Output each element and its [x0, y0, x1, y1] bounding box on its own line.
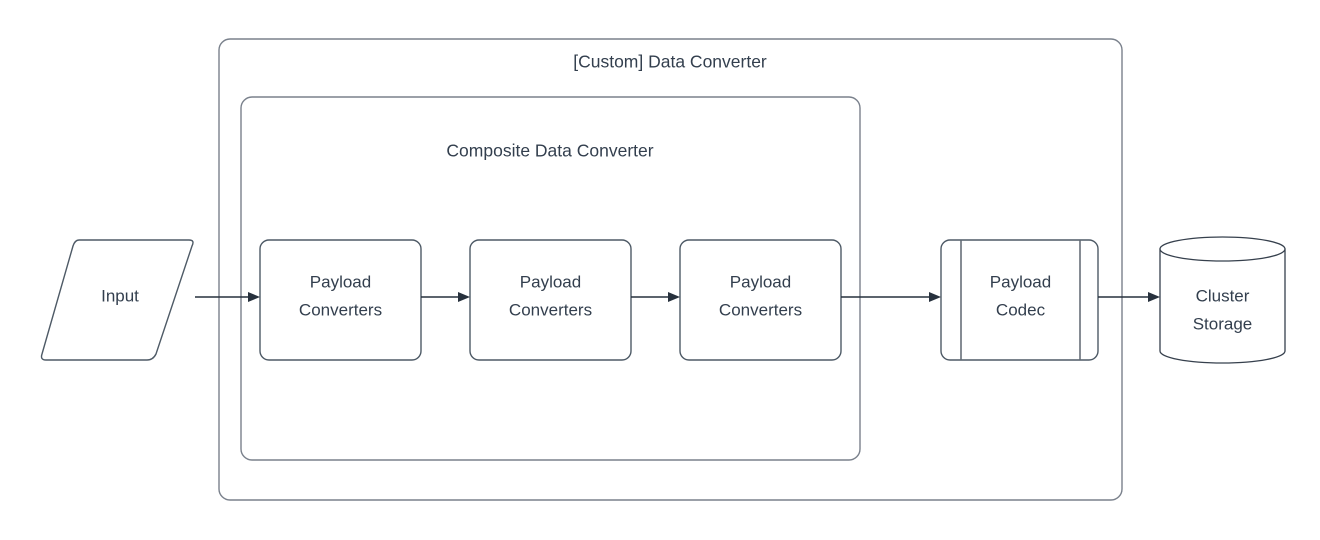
cluster-storage-cylinder-top — [1159, 236, 1286, 262]
composite-data-converter-box[interactable] — [240, 96, 861, 461]
cluster-storage-cylinder-body[interactable] — [1159, 248, 1286, 364]
payload-converters-3-label-line1: Payload — [730, 272, 791, 291]
container-composite-data-converter[interactable]: Composite Data Converter — [240, 96, 861, 461]
node-cluster-storage[interactable]: Cluster Storage — [1159, 236, 1286, 364]
payload-converters-2-label-line1: Payload — [520, 272, 581, 291]
payload-codec-label-line1: Payload — [990, 272, 1051, 291]
connector-converter-1-to-2 — [421, 292, 470, 302]
arrow-head-icon — [1148, 292, 1160, 302]
node-input[interactable]: Input — [40, 239, 194, 361]
cluster-storage-label-line2: Storage — [1193, 314, 1253, 333]
node-payload-codec[interactable]: Payload Codec — [940, 239, 1099, 361]
payload-codec-label-line2: Codec — [996, 300, 1046, 319]
arrow-head-icon — [929, 292, 941, 302]
composite-data-converter-label: Composite Data Converter — [446, 141, 653, 161]
input-parallelogram[interactable] — [40, 239, 194, 361]
payload-converters-1-label-line1: Payload — [310, 272, 371, 291]
payload-converters-3-box[interactable] — [679, 239, 842, 361]
payload-converters-2-label-line2: Converters — [509, 300, 592, 319]
payload-converters-3-label-line2: Converters — [719, 300, 802, 319]
container-custom-data-converter[interactable]: [Custom] Data Converter — [218, 38, 1123, 501]
connector-input-to-converter-1 — [195, 292, 260, 302]
payload-codec-box[interactable] — [940, 239, 1099, 361]
node-payload-converters-3[interactable]: Payload Converters — [679, 239, 842, 361]
connector-converter-3-to-codec — [841, 292, 941, 302]
arrow-head-icon — [248, 292, 260, 302]
connector-converter-2-to-3 — [631, 292, 680, 302]
custom-data-converter-box[interactable] — [218, 38, 1123, 501]
arrow-head-icon — [458, 292, 470, 302]
cluster-storage-label-line1: Cluster — [1196, 286, 1250, 305]
payload-converters-2-box[interactable] — [469, 239, 632, 361]
input-label: Input — [101, 286, 139, 305]
payload-converters-1-box[interactable] — [259, 239, 422, 361]
custom-data-converter-label: [Custom] Data Converter — [573, 52, 767, 72]
node-payload-converters-1[interactable]: Payload Converters — [259, 239, 422, 361]
payload-converters-1-label-line2: Converters — [299, 300, 382, 319]
arrow-head-icon — [668, 292, 680, 302]
node-payload-converters-2[interactable]: Payload Converters — [469, 239, 632, 361]
connector-codec-to-cluster-storage — [1098, 292, 1160, 302]
